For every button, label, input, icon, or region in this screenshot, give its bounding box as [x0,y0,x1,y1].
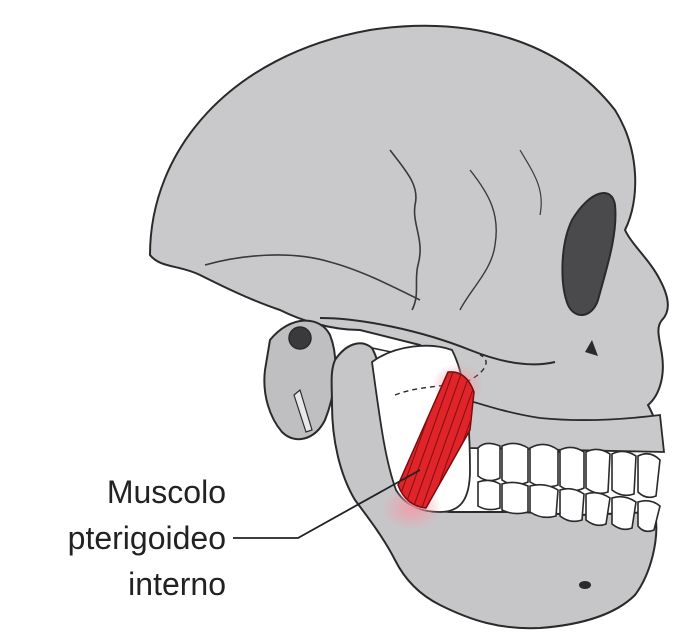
temporal-region [264,321,335,440]
muscle-label: Muscolo pterigoideo interno [68,474,226,602]
mental-foramen [579,581,591,589]
label-line-2: pterigoideo [68,520,226,556]
label-line-1: Muscolo [107,474,226,510]
ear-canal [289,327,311,349]
label-line-3: interno [128,566,226,602]
